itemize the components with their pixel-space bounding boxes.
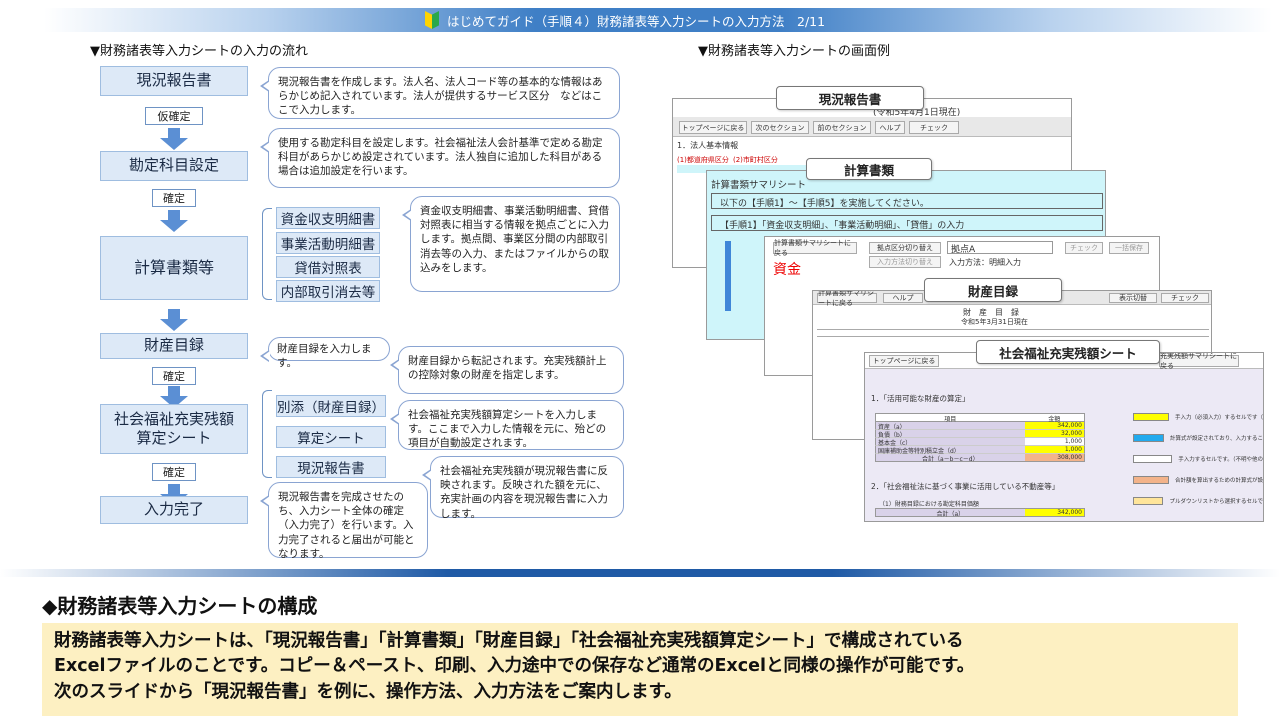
flow-step-surplus-line1: 社会福祉充実残額 [113, 409, 234, 428]
legend-swatch [1133, 434, 1165, 442]
note-genkyo-reflect: 社会福祉充実残額が現況報告書に反映されます。反映された額を元に、充実計画の内容を… [422, 456, 624, 520]
screen-fund-base: 拠点A [947, 241, 1053, 255]
summary-line-2: Excelファイルのことです。コピー＆ペースト、印刷、入力途中での保存など通常の… [54, 656, 975, 677]
screen-genkyo-field2: (2)市町村区分 [733, 156, 778, 164]
btn-assets-summary[interactable]: 計算書類サマリシートに戻る [817, 291, 877, 307]
note-genkyo: 現況報告書を作成します。法人名、法人コード等の基本的な情報はあらかじめ記入されて… [260, 67, 620, 119]
btn-prev[interactable]: 前のセクション [813, 121, 871, 134]
summary-box: 財務諸表等入力シートは、「現況報告書」「計算書類」「財産目録」「社会福祉充実残額… [42, 623, 1238, 716]
note-calc: 社会福祉充実残額算定シートを入力します。ここまで入力した情報を元に、殆どの項目が… [390, 400, 624, 450]
btn-top[interactable]: トップページに戻る [679, 121, 747, 134]
flow-confirm-3: 確定 [152, 367, 196, 385]
header-title: はじめてガイド（手順４）財務諸表等入力シートの入力方法 2/11 [447, 13, 826, 29]
down-arrow-icon [160, 128, 188, 150]
btn-save-all[interactable]: 一括保存 [1109, 242, 1149, 254]
screen-fund-method: 入力方法：明細入力 [949, 258, 1021, 267]
surplus-row: 資産（a） 342,000 [875, 422, 1085, 431]
screen-statements-line2: 【手順1】「資金収支明細」、「事業活動明細」、「貸借」の入力 [711, 215, 1103, 231]
surplus-row-total: 合計（a－b－c－d） 308,000 [875, 454, 1085, 463]
screen-surplus-sec1: 1．「活用可能な財産の算定」 [871, 394, 970, 403]
btn-next[interactable]: 次のセクション [751, 121, 809, 134]
screen-fund-red: 資金 [773, 262, 801, 278]
surplus-table: 項目 金額 資産（a） 342,000 負債（b） 32,000 基本金（c） … [875, 413, 1085, 463]
flow-confirm-2: 確定 [152, 189, 196, 207]
beginner-mark-icon [425, 11, 439, 29]
label-assets: 財産目録 [924, 278, 1062, 302]
flow-sub-fund: 資金収支明細書 [276, 207, 380, 229]
down-arrow-icon [160, 210, 188, 232]
btn-surplus-top[interactable]: トップページに戻る [869, 355, 939, 367]
surplus-row: 負債（b） 32,000 [875, 430, 1085, 439]
surplus-total2: 合計（a） 342,000 [875, 508, 1085, 518]
btn-assets-check[interactable]: チェック [1161, 293, 1209, 303]
legend-swatch [1133, 497, 1164, 505]
btn-assets-help[interactable]: ヘルプ [883, 293, 923, 303]
screen-surplus-sub2: （1）財務目録における勘定科目価額 [879, 501, 979, 508]
flow-confirm-provisional: 仮確定 [145, 107, 203, 125]
flow-step-accounts: 勘定科目設定 [100, 151, 248, 181]
flow-step-surplus-line2: 算定シート [136, 429, 212, 447]
flow-sub-activity: 事業活動明細書 [276, 232, 380, 254]
legend-swatch [1133, 413, 1169, 421]
legend-swatch [1133, 476, 1169, 484]
flow-brace [262, 208, 272, 300]
note-accounts: 使用する勘定科目を設定します。社会福祉法人会計基準で定める勘定科目があらかじめ設… [260, 128, 620, 188]
flow-step-assets: 財産目録 [100, 333, 248, 359]
label-genkyo: 現況報告書 [776, 86, 924, 110]
note-statements: 資金収支明細書、事業活動明細書、貸借対照表に相当する情報を拠点ごとに入力します。… [402, 196, 620, 292]
flow-sub-appendix: 別添（財産目録） [276, 395, 386, 417]
header-band [44, 8, 1272, 32]
flow-step-surplus: 社会福祉充実残額 算定シート [100, 404, 248, 454]
legend-swatch [1133, 455, 1173, 463]
btn-check[interactable]: チェック [909, 121, 959, 134]
note-complete: 現況報告書を完成させたのち、入力シート全体の確定（入力完了）を行います。入力完了… [260, 482, 428, 560]
surplus-row: 国庫補助金等特別積立金（d） 1,000 [875, 446, 1085, 455]
btn-help[interactable]: ヘルプ [875, 121, 905, 134]
screen-statements-title: 計算書類サマリシート [711, 180, 807, 191]
btn-fund-check[interactable]: チェック [1065, 242, 1103, 254]
btn-method-switch[interactable]: 入力方法切り替え [869, 256, 941, 268]
screen-surplus-sec2: 2．「社会福祉法に基づく事業に活用している不動産等」 [871, 482, 1060, 491]
summary-line-3: 次のスライドから「現況報告書」を例に、操作方法、入力方法をご案内します。 [54, 681, 682, 702]
surplus-row: 基本金（c） 1,000 [875, 438, 1085, 447]
down-arrow-icon [160, 309, 188, 331]
flow-sub-balance: 貸借対照表 [276, 256, 380, 278]
screen-surplus: トップページに戻る 充実残額サマリシートに戻る 1．「活用可能な財産の算定」 項… [864, 352, 1264, 522]
flow-sub-genkyo: 現況報告書 [276, 456, 386, 478]
summary-line-1: 財務諸表等入力シートは、「現況報告書」「計算書類」「財産目録」「社会福祉充実残額… [54, 631, 964, 651]
screen-assets-title: 財 産 目 録 [963, 308, 1019, 317]
screen-statements-line1: 以下の【手順1】〜【手順5】を実施してください。 [711, 193, 1103, 209]
btn-assets-toggle[interactable]: 表示切替 [1109, 293, 1157, 303]
header: はじめてガイド（手順４）財務諸表等入力シートの入力方法 2/11 [425, 9, 825, 31]
btn-surplus-summary[interactable]: 充実残額サマリシートに戻る [1159, 352, 1239, 370]
screen-genkyo-section: 1．法人基本情報 [677, 141, 739, 150]
screen-assets-date: 令和5年3月31日現在 [961, 318, 1028, 326]
surplus-legend: 手入力（必須入力）するセルです（ 計算式が設定されており、入力するこ 手入力する… [1133, 411, 1263, 507]
right-heading: ▼財務諸表等入力シートの画面例 [698, 44, 890, 59]
label-surplus: 社会福祉充実残額シート [976, 340, 1160, 364]
flow-step-statements: 計算書類等 [100, 236, 248, 300]
flow-step-genkyo: 現況報告書 [100, 66, 248, 96]
flow-step-complete: 入力完了 [100, 496, 248, 524]
flow-sub-internal: 内部取引消去等 [276, 280, 380, 302]
flow-sub-calc: 算定シート [276, 426, 386, 448]
left-heading: ▼財務諸表等入力シートの入力の流れ [90, 44, 308, 59]
surplus-table-header-amount: 金額 [1048, 416, 1061, 423]
divider-band [0, 569, 1280, 577]
btn-base-switch[interactable]: 拠点区分切り替え [869, 242, 941, 254]
screen-genkyo-date: (令和5年4月1日現在) [873, 108, 961, 118]
flow-confirm-4: 確定 [152, 463, 196, 481]
btn-summary[interactable]: 計算書類サマリシートに戻る [773, 239, 857, 257]
note-assets: 財産目録を入力します。 [260, 337, 390, 369]
screen-genkyo-field1: (1)都道府県区分 [677, 156, 729, 164]
section-heading: ◆財務諸表等入力シートの構成 [42, 594, 318, 618]
note-appendix: 財産目録から転記されます。充実残額計上の控除対象の財産を指定します。 [390, 346, 624, 394]
surplus-table-header-item: 項目 [944, 416, 957, 423]
label-statements: 計算書類 [806, 158, 932, 180]
flow-brace [262, 390, 272, 478]
